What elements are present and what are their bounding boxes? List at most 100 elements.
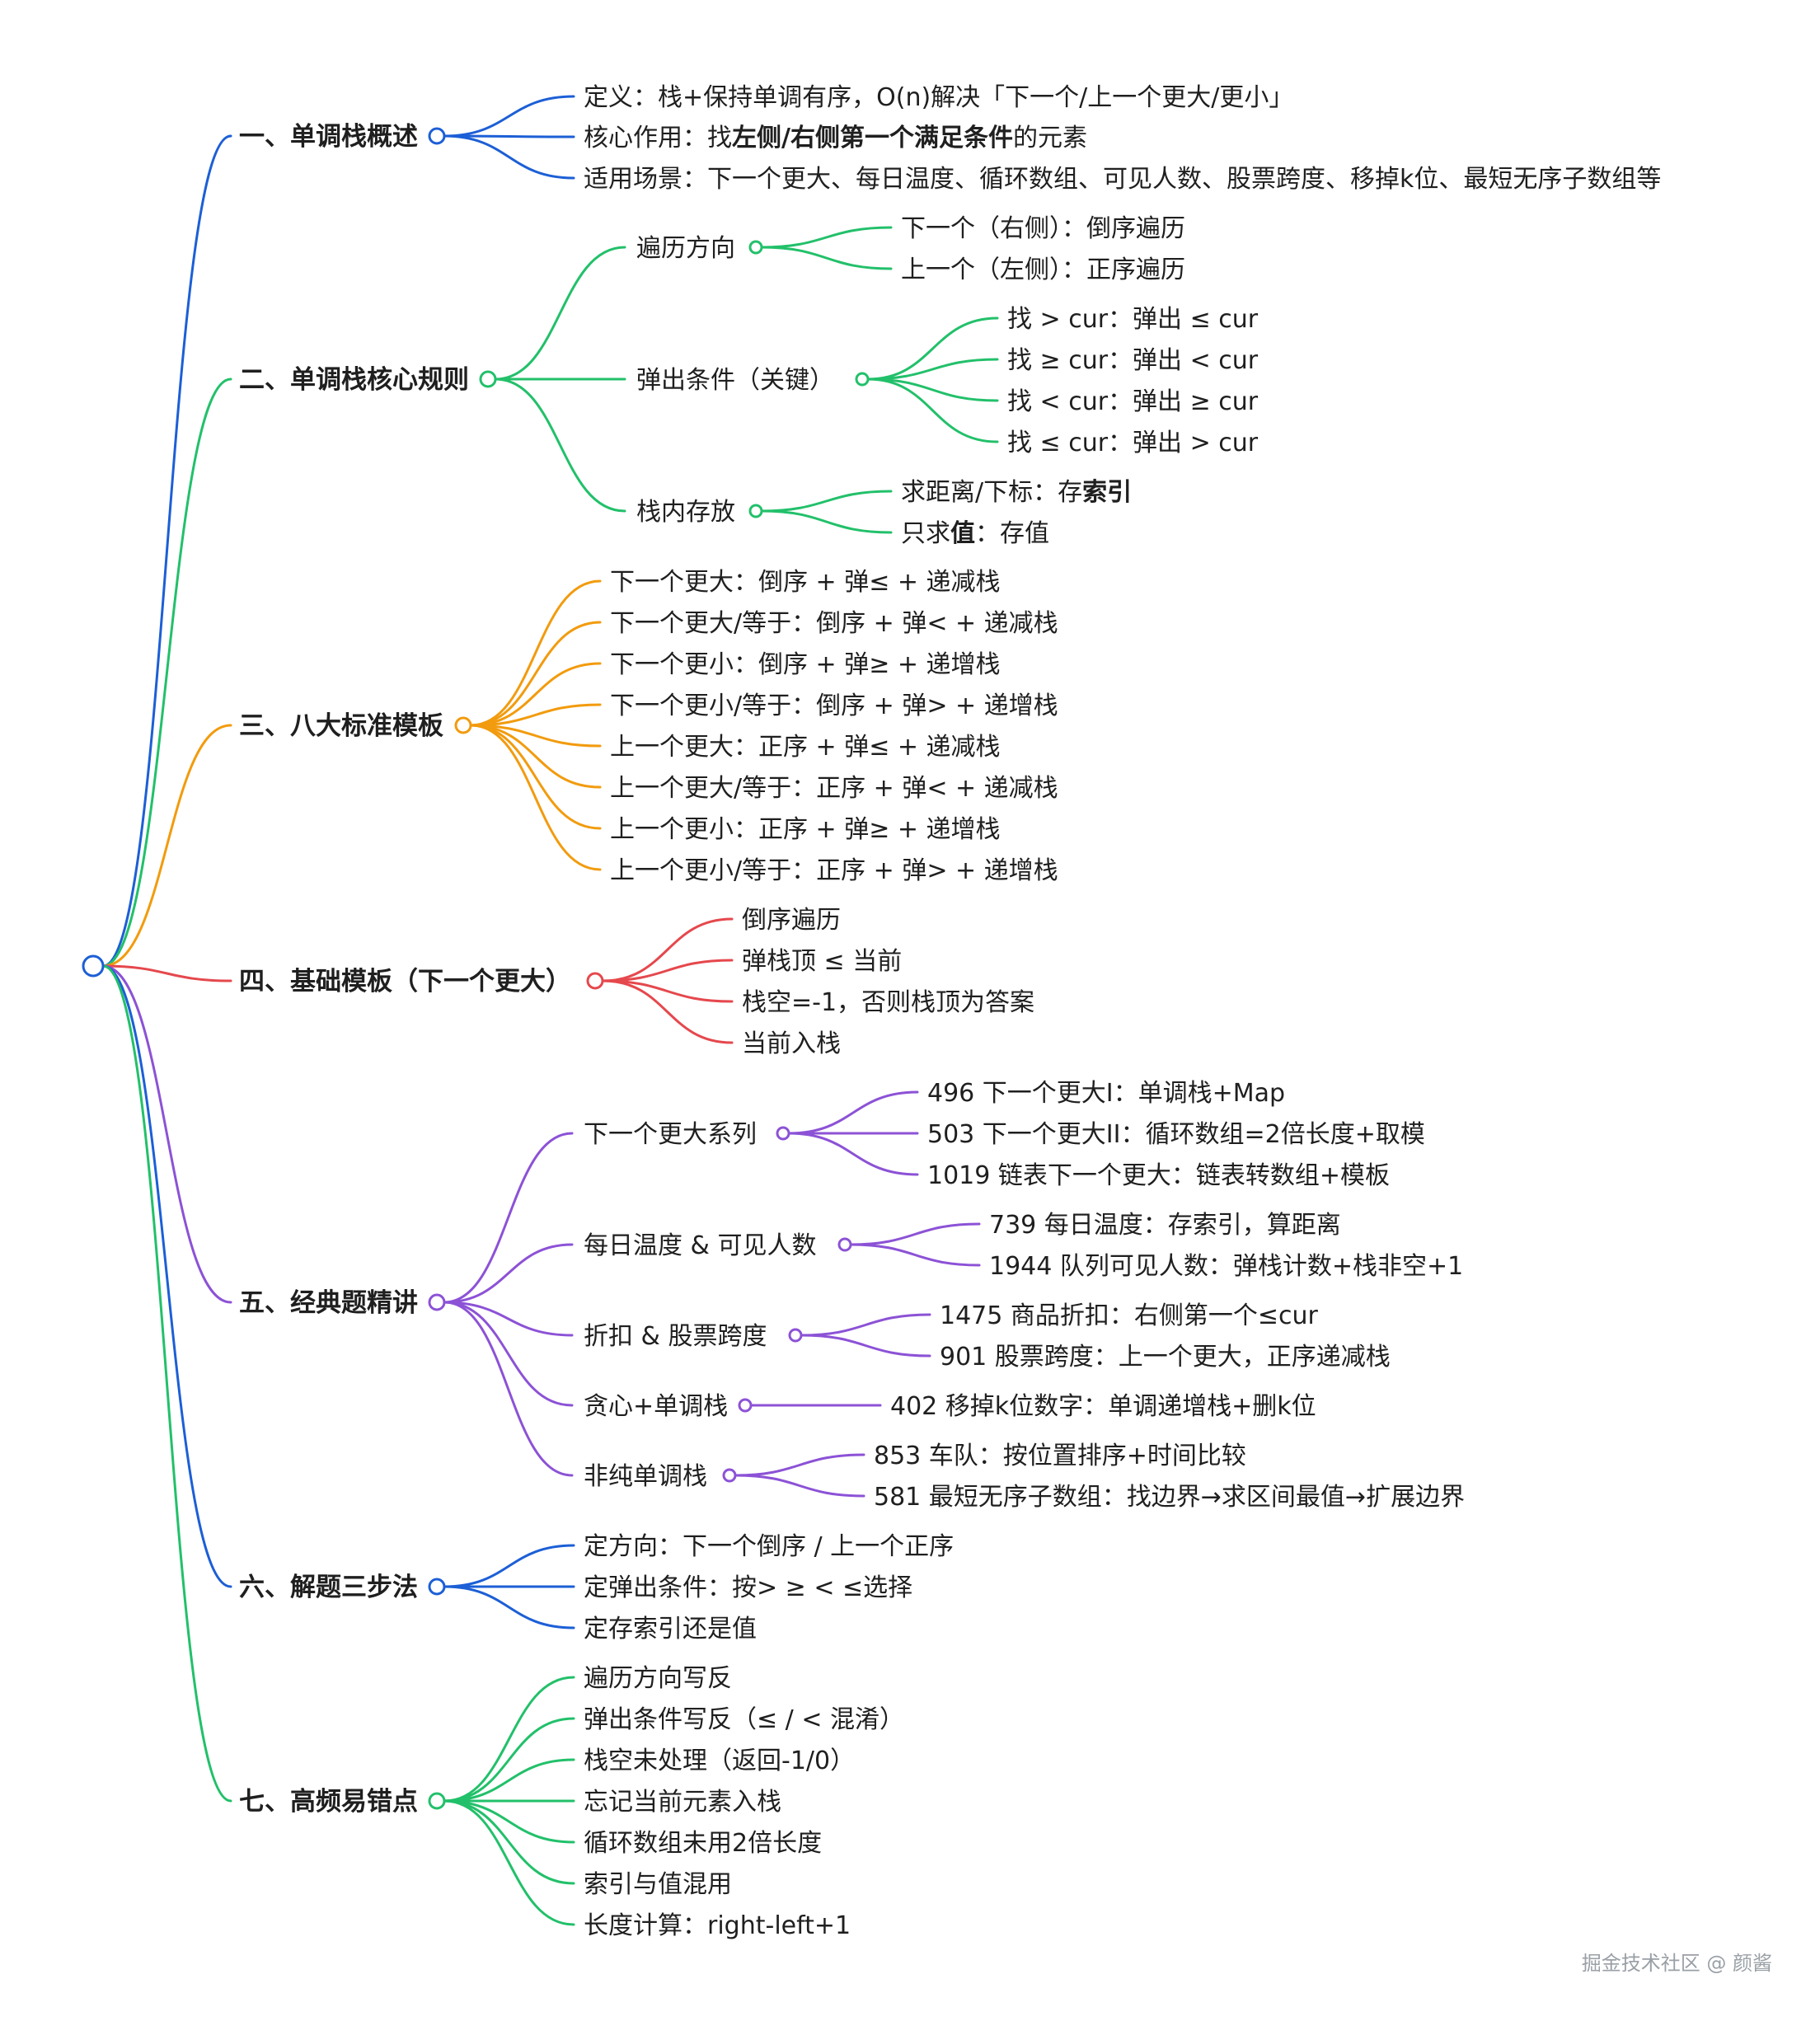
- branch-connector: [101, 724, 232, 968]
- leaf-connector: [469, 703, 602, 727]
- leaf-item: 找 ≤ cur：弹出 > cur: [1007, 429, 1259, 457]
- leaf-connector: [443, 1585, 575, 1629]
- section-node-1[interactable]: [428, 127, 446, 145]
- leaf-item: 下一个更小：倒序 + 弹≥ + 递增栈: [610, 650, 1001, 679]
- sub-connector: [443, 1243, 574, 1304]
- branch-connector: [101, 964, 232, 1803]
- section-node-5[interactable]: [428, 1293, 446, 1311]
- leaf-connector: [787, 1132, 919, 1176]
- leaf-item: 适用场景：下一个更大、每日温度、循环数组、可见人数、股票跨度、移掉k位、最短无序…: [584, 165, 1661, 194]
- leaf-item: 定义：栈+保持单调有序，O(n)解决「下一个/上一个更大/更小」: [584, 83, 1293, 112]
- leaf-item: 1019 链表下一个更大：链表转数组+模板: [927, 1161, 1390, 1190]
- branch-connector: [101, 964, 232, 1304]
- branch-connector: [101, 964, 232, 1588]
- leaf-item: 上一个更小：正序 + 弹≥ + 递增栈: [610, 815, 1001, 844]
- subtopic-node[interactable]: [748, 240, 763, 255]
- subtopic-label: 栈内存放: [636, 498, 735, 527]
- leaf-connector: [469, 724, 602, 748]
- subtopic-label: 贪心+单调栈: [584, 1392, 728, 1421]
- leaf-item: 找 ≥ cur：弹出 < cur: [1007, 346, 1259, 375]
- section-node-3[interactable]: [454, 716, 472, 734]
- subtopic-label: 下一个更大系列: [584, 1120, 757, 1149]
- leaf-connector: [800, 1334, 931, 1357]
- leaf-item: 弹出条件写反（≤ / < 混淆）: [584, 1705, 904, 1734]
- leaf-item: 上一个更小/等于：正序 + 弹> + 递增栈: [610, 856, 1058, 885]
- branch-connector: [101, 377, 232, 968]
- leaf-item: 下一个更大：倒序 + 弹≤ + 递减栈: [610, 568, 1001, 597]
- section-node-2[interactable]: [479, 370, 497, 388]
- leaf-connector: [760, 490, 893, 513]
- leaf-item: 遍历方向写反: [584, 1664, 732, 1693]
- leaf-connector: [443, 1799, 575, 1926]
- section-node-7[interactable]: [428, 1792, 446, 1810]
- subtopic-node[interactable]: [776, 1126, 790, 1141]
- leaf-item: 上一个更大/等于：正序 + 弹< + 递减栈: [610, 774, 1058, 803]
- leaf-connector: [866, 358, 999, 381]
- leaf-item: 581 最短无序子数组：找边界→求区间最值→扩展边界: [874, 1483, 1465, 1512]
- leaf-item: 只求值：存值: [901, 519, 1049, 548]
- leaf-item: 901 股票跨度：上一个更大，正序递减栈: [940, 1343, 1391, 1372]
- leaf-connector: [601, 979, 734, 1044]
- leaf-item: 索引与值混用: [584, 1870, 732, 1899]
- leaf-connector: [734, 1453, 865, 1477]
- leaf-item: 下一个（右侧）：倒序遍历: [901, 214, 1185, 243]
- leaf-connector: [443, 1717, 575, 1803]
- branch-connector: [101, 964, 232, 982]
- leaf-connector: [469, 724, 602, 871]
- leaf-item: 栈空=-1，否则栈顶为答案: [742, 988, 1034, 1017]
- leaf-item: 找 > cur：弹出 ≤ cur: [1007, 305, 1259, 334]
- leaf-item: 402 移掉k位数字：单调递增栈+删k位: [890, 1392, 1316, 1421]
- leaf-connector: [469, 724, 602, 789]
- subtopic-label: 每日温度 & 可见人数: [584, 1231, 816, 1260]
- leaf-item: 栈空未处理（返回-1/0）: [584, 1747, 855, 1775]
- leaf-connector: [866, 317, 999, 381]
- leaf-connector: [601, 979, 734, 1003]
- leaf-connector: [469, 621, 602, 727]
- leaf-item: 上一个（左侧）：正序遍历: [901, 256, 1185, 284]
- leaf-item: 下一个更大/等于：倒序 + 弹< + 递减栈: [610, 609, 1058, 638]
- leaf-item: 弹栈顶 ≤ 当前: [742, 947, 902, 976]
- subtopic-label: 弹出条件（关键）: [636, 366, 834, 395]
- leaf-connector: [787, 1090, 919, 1135]
- leaf-connector: [866, 377, 999, 402]
- leaf-item: 1944 队列可见人数：弹栈计数+栈非空+1: [989, 1252, 1463, 1281]
- leaf-item: 定方向：下一个倒序 / 上一个正序: [584, 1532, 954, 1561]
- root-node-dot[interactable]: [82, 954, 105, 978]
- leaf-connector: [734, 1474, 865, 1498]
- leaf-item: 当前入栈: [742, 1029, 841, 1058]
- watermark: 掘金技术社区 @ 颜酱: [1582, 1952, 1772, 1975]
- leaf-connector: [443, 1676, 575, 1803]
- subtopic-node[interactable]: [788, 1328, 803, 1343]
- leaf-connector: [866, 377, 999, 443]
- sub-connector: [494, 377, 626, 513]
- section-title-5: 五、经典题精讲: [239, 1288, 418, 1318]
- section-title-2: 二、单调栈核心规则: [239, 365, 469, 395]
- leaf-connector: [443, 1544, 575, 1588]
- leaf-item: 503 下一个更大II：循环数组=2倍长度+取模: [927, 1120, 1425, 1149]
- leaf-connector: [443, 134, 575, 138]
- leaf-item: 853 车队：按位置排序+时间比较: [874, 1442, 1246, 1470]
- subtopic-node[interactable]: [722, 1468, 737, 1483]
- leaf-item: 找 < cur：弹出 ≥ cur: [1007, 387, 1259, 416]
- subtopic-node[interactable]: [748, 504, 763, 518]
- leaf-connector: [601, 959, 734, 982]
- leaf-item: 1475 商品折扣：右侧第一个≤cur: [940, 1301, 1319, 1330]
- section-node-4[interactable]: [586, 972, 604, 990]
- sub-connector: [443, 1301, 574, 1337]
- leaf-connector: [443, 1799, 575, 1885]
- section-title-4: 四、基础模板（下一个更大）: [239, 967, 571, 996]
- section-title-1: 一、单调栈概述: [239, 122, 418, 152]
- leaf-connector: [760, 226, 893, 249]
- leaf-item: 下一个更小/等于：倒序 + 弹> + 递增栈: [610, 692, 1058, 720]
- leaf-connector: [760, 509, 893, 534]
- section-title-3: 三、八大标准模板: [239, 711, 443, 741]
- leaf-item: 核心作用：找左侧/右侧第一个满足条件的元素: [584, 124, 1087, 152]
- leaf-connector: [849, 1243, 981, 1267]
- section-node-6[interactable]: [428, 1578, 446, 1596]
- leaf-connector: [469, 662, 602, 727]
- subtopic-node[interactable]: [855, 372, 870, 387]
- sub-connector: [443, 1301, 574, 1407]
- subtopic-node[interactable]: [837, 1237, 852, 1252]
- leaf-item: 定存索引还是值: [584, 1615, 757, 1644]
- subtopic-node[interactable]: [738, 1398, 753, 1413]
